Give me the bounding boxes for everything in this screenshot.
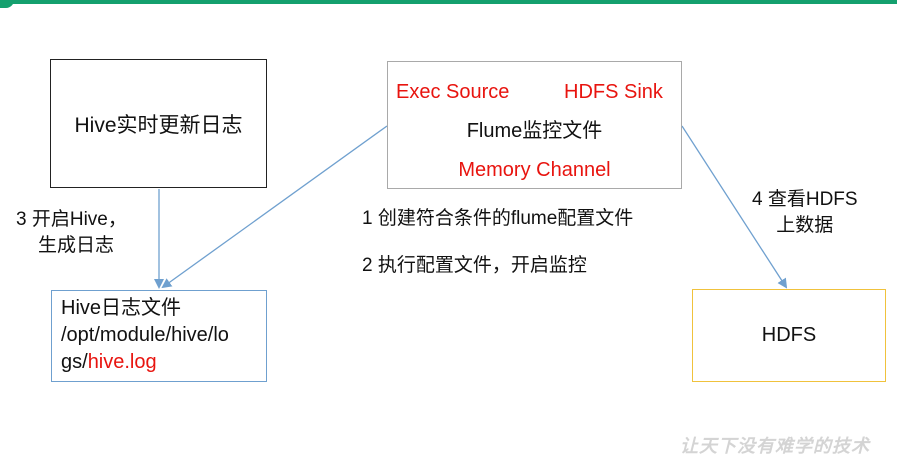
log-box-path-prefix: gs/ bbox=[61, 351, 88, 373]
hdfs-box: HDFS bbox=[692, 289, 886, 382]
step3-label: 3 开启Hive， 生成日志 bbox=[16, 207, 127, 259]
flume-monitor-box: Exec Source HDFS Sink Flume监控文件 Memory C… bbox=[387, 61, 682, 189]
step4-label: 4 查看HDFS 上数据 bbox=[752, 187, 858, 239]
hive-log-file-box: Hive日志文件 /opt/module/hive/lo gs/hive.log bbox=[51, 290, 267, 382]
top-accent-notch bbox=[0, 0, 14, 8]
step3-line1: 3 开启Hive， bbox=[16, 209, 127, 230]
exec-source-label: Exec Source bbox=[396, 81, 510, 103]
watermark-slogan: 让天下没有难学的技术 bbox=[680, 436, 870, 457]
top-accent-bar bbox=[0, 0, 897, 4]
log-box-filename: hive.log bbox=[87, 351, 157, 373]
step3-line2: 生成日志 bbox=[38, 235, 115, 256]
flume-box-title: Flume监控文件 bbox=[466, 120, 603, 142]
hive-realtime-log-box: Hive实时更新日志 bbox=[50, 59, 267, 188]
step1-label: 1 创建符合条件的flume配置文件 bbox=[362, 208, 634, 229]
step4-line1: 4 查看HDFS bbox=[752, 189, 858, 210]
log-box-title: Hive日志文件 bbox=[61, 297, 182, 319]
memory-channel-label: Memory Channel bbox=[458, 159, 611, 181]
hdfs-sink-label: HDFS Sink bbox=[564, 81, 663, 103]
step2-label: 2 执行配置文件，开启监控 bbox=[362, 255, 587, 276]
log-box-path: /opt/module/hive/lo bbox=[61, 324, 229, 346]
step4-line2: 上数据 bbox=[776, 215, 834, 236]
hdfs-box-label: HDFS bbox=[761, 324, 817, 346]
hive-box-label: Hive实时更新日志 bbox=[74, 113, 243, 137]
log-box-path-end: gs/hive.log bbox=[61, 349, 266, 376]
